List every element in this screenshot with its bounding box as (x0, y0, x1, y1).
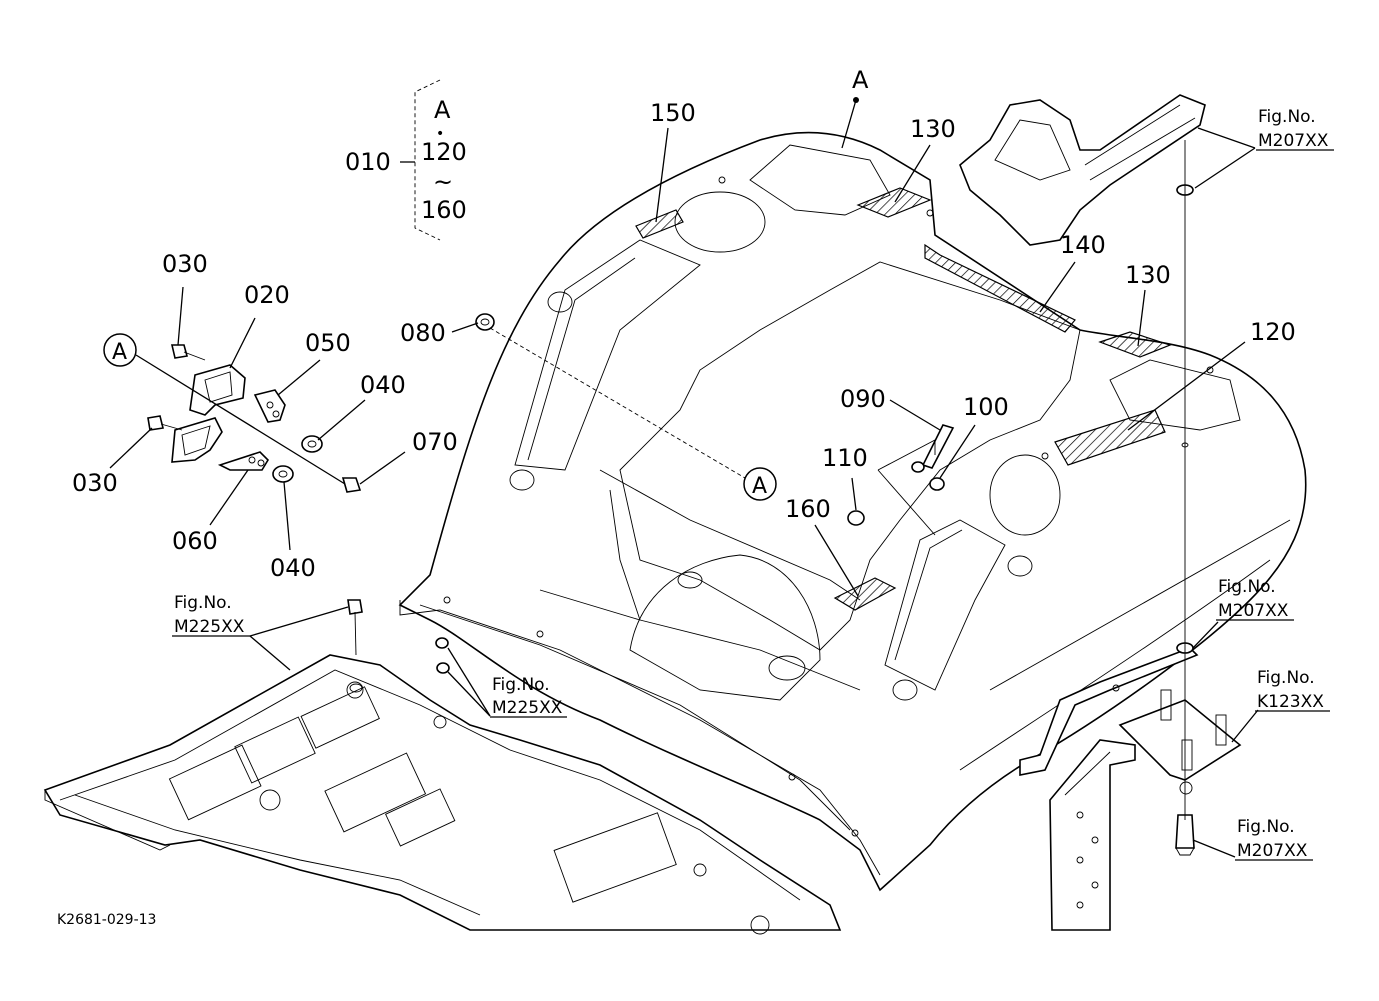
part-number-060: 060 (172, 527, 218, 555)
part-070 (341, 477, 362, 493)
part-number-010: 010 (345, 148, 391, 176)
group-range-tilde: ~ (433, 168, 453, 196)
fig-ref-code[interactable]: M207XX (1218, 601, 1289, 621)
part-number-160: 160 (785, 495, 831, 523)
side-frame (1019, 647, 1242, 931)
part-060 (217, 451, 270, 471)
part-number-140: 140 (1060, 231, 1106, 259)
fig-ref-code[interactable]: M207XX (1258, 131, 1329, 151)
decal-130-right (1098, 331, 1172, 358)
fig-ref-label: Fig.No. (1257, 668, 1315, 688)
fig-ref-m207-middle[interactable]: Fig.No. M207XX (1216, 577, 1294, 621)
part-number-110: 110 (822, 444, 868, 472)
part-number-040-upper: 040 (360, 371, 406, 399)
part-number-100: 100 (963, 393, 1009, 421)
fig-ref-label: Fig.No. (492, 675, 550, 695)
fig-ref-code[interactable]: M225XX (174, 617, 245, 637)
marker-a-left-circle (103, 333, 137, 367)
part-number-040-lower: 040 (270, 554, 316, 582)
part-040-lower (272, 465, 294, 483)
diagram-code: K2681-029-13 (57, 912, 156, 928)
floor-plate (43, 654, 842, 935)
fig-ref-m207-top[interactable]: Fig.No. M207XX (1256, 107, 1334, 151)
fig-ref-m225-center[interactable]: Fig.No. M225XX (490, 675, 567, 718)
part-080 (475, 313, 495, 331)
marker-a-center-circle (743, 467, 777, 501)
part-number-130-top: 130 (910, 115, 956, 143)
marker-a-left: A (112, 340, 127, 365)
part-number-030-upper: 030 (162, 250, 208, 278)
small-parts (147, 184, 1194, 693)
decal-160 (833, 577, 897, 611)
decal-150 (635, 209, 684, 239)
group-dot: • (436, 126, 444, 142)
handle-assembly (959, 94, 1206, 246)
fig-ref-code[interactable]: K123XX (1257, 692, 1324, 712)
decal-120 (1054, 409, 1166, 466)
labels: 010 A • 120 ~ 160 150 A 130 140 130 120 … (57, 66, 1334, 928)
part-number-120: 120 (1250, 318, 1296, 346)
part-040-upper (301, 435, 323, 453)
group-letter-a: A (434, 96, 451, 124)
group-range-from: 120 (421, 138, 467, 166)
part-number-070: 070 (412, 428, 458, 456)
fig-ref-k123[interactable]: Fig.No. K123XX (1255, 668, 1330, 712)
decal-140 (924, 243, 1076, 333)
leader-lines (109, 79, 1259, 858)
group-range-to: 160 (421, 196, 467, 224)
part-090 (921, 424, 955, 469)
decal-labels (635, 187, 1172, 611)
part-number-020: 020 (244, 281, 290, 309)
fig-ref-label: Fig.No. (1218, 577, 1276, 597)
part-110 (847, 510, 865, 526)
part-100 (929, 477, 945, 491)
fig-ref-m225-left[interactable]: Fig.No. M225XX (172, 593, 250, 637)
fig-ref-label: Fig.No. (1258, 107, 1316, 127)
fig-ref-m207-bottom[interactable]: Fig.No. M207XX (1235, 817, 1313, 861)
fig-ref-code[interactable]: M225XX (492, 698, 563, 718)
marker-a-top-dot (853, 97, 859, 103)
part-number-090: 090 (840, 385, 886, 413)
decal-130-top (856, 187, 932, 218)
fig-ref-label: Fig.No. (1237, 817, 1295, 837)
fig-ref-label: Fig.No. (174, 593, 232, 613)
marker-a-top: A (852, 66, 869, 94)
part-020 (189, 364, 246, 416)
marker-a-center: A (752, 474, 767, 499)
part-number-050: 050 (305, 329, 351, 357)
part-050 (253, 389, 286, 423)
fig-ref-code[interactable]: M207XX (1237, 841, 1308, 861)
part-030-lower (147, 415, 164, 431)
part-number-150: 150 (650, 99, 696, 127)
part-number-030-lower: 030 (72, 469, 118, 497)
part-number-130-right: 130 (1125, 261, 1171, 289)
part-030-upper (170, 344, 189, 359)
part-number-080: 080 (400, 319, 446, 347)
